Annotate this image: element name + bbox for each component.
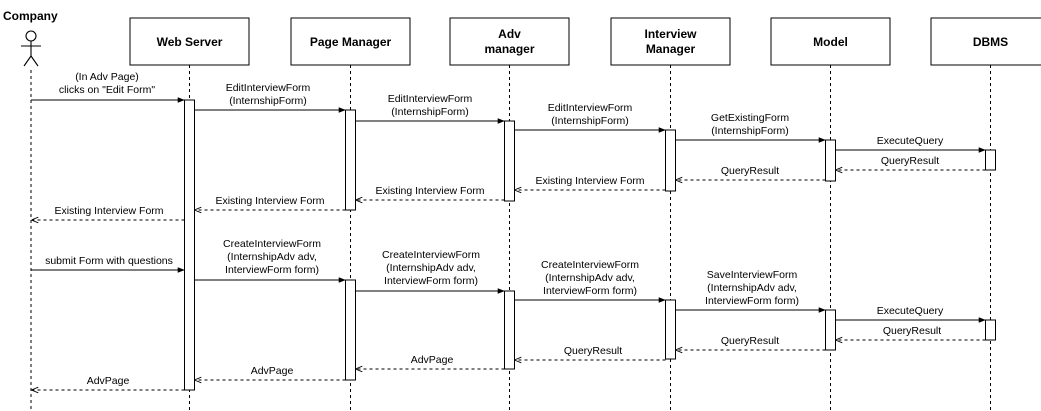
message-label: (InternshipForm) — [551, 115, 629, 127]
message-label: InterviewForm form) — [543, 285, 637, 297]
participant-model: Model — [770, 17, 891, 410]
message-edit-interview-form-2: EditInterviewForm (InternshipForm) — [355, 93, 505, 124]
participant-dbms-box — [930, 17, 1041, 66]
message-label: CreateInterviewForm — [223, 238, 321, 250]
message-label: (InternshipAdv adv, — [227, 251, 317, 263]
message-label: (InternshipForm) — [711, 125, 789, 137]
message-execute-query-1: ExecuteQuery — [835, 135, 986, 153]
message-label: QueryResult — [881, 155, 939, 167]
participant-model-box — [770, 17, 891, 66]
message-label: (InternshipForm) — [229, 95, 307, 107]
participant-dbms: DBMS — [930, 17, 1041, 410]
message-create-interview-form-1: CreateInterviewForm (InternshipAdv adv, … — [194, 238, 346, 283]
participant-dbms-label: DBMS — [973, 35, 1008, 49]
message-label: ExecuteQuery — [877, 135, 944, 147]
message-adv-page-3: AdvPage — [32, 375, 185, 390]
message-label: Existing Interview Form — [535, 175, 644, 187]
actor-company: Company — [3, 9, 58, 410]
participant-model-label: Model — [813, 35, 848, 49]
message-existing-interview-form-1: Existing Interview Form — [515, 175, 666, 190]
message-label: InterviewForm form) — [384, 275, 478, 287]
participant-web-server-box — [129, 17, 250, 66]
activation-dbms-2 — [985, 319, 996, 341]
message-label: (InternshipAdv adv, — [386, 262, 476, 274]
message-submit-form: submit Form with questions — [31, 255, 185, 273]
message-label: SaveInterviewForm — [707, 269, 798, 281]
participant-interview-manager-label-1: Interview — [644, 27, 697, 41]
message-label: CreateInterviewForm — [541, 259, 639, 271]
message-label: EditInterviewForm — [388, 93, 473, 105]
message-label: InterviewForm form) — [705, 295, 799, 307]
participant-adv-manager-label-2: manager — [484, 42, 534, 56]
actor-company-label: Company — [3, 9, 58, 23]
participant-page-manager-box — [290, 17, 411, 66]
participant-page-manager-label: Page Manager — [310, 35, 392, 49]
message-query-result-4: QueryResult — [676, 335, 826, 350]
message-label: (In Adv Page) — [75, 71, 139, 83]
message-adv-page-2: AdvPage — [195, 365, 346, 380]
message-label: EditInterviewForm — [226, 82, 311, 94]
message-label: AdvPage — [251, 365, 294, 377]
message-existing-interview-form-4: Existing Interview Form — [32, 205, 185, 220]
message-label: AdvPage — [411, 354, 454, 366]
message-label: QueryResult — [883, 325, 941, 337]
message-label: (InternshipAdv adv, — [545, 272, 635, 284]
message-execute-query-2: ExecuteQuery — [835, 305, 986, 323]
participant-interview-manager: Interview Manager — [610, 17, 731, 410]
message-label: GetExistingForm — [711, 112, 789, 124]
message-create-interview-form-3: CreateInterviewForm (InternshipAdv adv, … — [514, 259, 666, 303]
message-label: CreateInterviewForm — [382, 249, 480, 261]
message-label: ExecuteQuery — [877, 305, 944, 317]
message-label: QueryResult — [564, 345, 622, 357]
participant-web-server: Web Server — [129, 17, 250, 410]
message-query-result-1: QueryResult — [836, 155, 986, 170]
participant-interview-manager-label-2: Manager — [646, 42, 696, 56]
activation-adv-manager-1 — [504, 120, 515, 202]
activation-page-manager-1 — [345, 109, 356, 211]
message-adv-page-1: AdvPage — [356, 354, 505, 369]
message-query-result-3: QueryResult — [836, 325, 986, 340]
message-label: Existing Interview Form — [215, 195, 324, 207]
message-label: InterviewForm form) — [225, 264, 319, 276]
message-query-result-5: QueryResult — [515, 345, 666, 360]
stick-figure-icon — [21, 30, 41, 67]
message-label: Existing Interview Form — [54, 205, 163, 217]
message-edit-interview-form-1: EditInterviewForm (InternshipForm) — [194, 82, 346, 113]
activation-web-server — [184, 99, 195, 391]
activation-page-manager-2 — [345, 279, 356, 381]
participant-interview-manager-box — [610, 17, 731, 66]
message-label: clicks on "Edit Form" — [59, 84, 155, 96]
message-label: QueryResult — [721, 165, 779, 177]
activation-interview-manager-2 — [665, 299, 676, 360]
message-existing-interview-form-2: Existing Interview Form — [356, 185, 505, 200]
message-edit-interview-form-3: EditInterviewForm (InternshipForm) — [514, 102, 666, 133]
message-get-existing-form: GetExistingForm (InternshipForm) — [675, 112, 826, 143]
message-label: (InternshipForm) — [391, 106, 469, 118]
participant-page-manager: Page Manager — [290, 17, 411, 410]
message-query-result-2: QueryResult — [676, 165, 826, 180]
message-clicks-edit-form: (In Adv Page) clicks on "Edit Form" — [31, 71, 185, 103]
message-label: (InternshipAdv adv, — [707, 282, 797, 294]
message-label: submit Form with questions — [45, 255, 173, 267]
message-save-interview-form: SaveInterviewForm (InternshipAdv adv, In… — [675, 269, 826, 313]
message-label: AdvPage — [87, 375, 130, 387]
message-create-interview-form-2: CreateInterviewForm (InternshipAdv adv, … — [355, 249, 505, 294]
participant-web-server-label: Web Server — [157, 35, 223, 49]
activation-dbms-1 — [985, 149, 996, 171]
message-label: Existing Interview Form — [375, 185, 484, 197]
message-existing-interview-form-3: Existing Interview Form — [195, 195, 346, 210]
activation-adv-manager-2 — [504, 290, 515, 370]
activation-model-2 — [825, 309, 836, 351]
message-label: QueryResult — [721, 335, 779, 347]
participant-adv-manager-label-1: Adv — [498, 27, 521, 41]
participant-adv-manager-box — [449, 17, 570, 66]
message-label: EditInterviewForm — [548, 102, 633, 114]
participant-adv-manager: Adv manager — [449, 17, 570, 410]
activation-model-1 — [825, 139, 836, 182]
activation-interview-manager-1 — [665, 129, 676, 192]
